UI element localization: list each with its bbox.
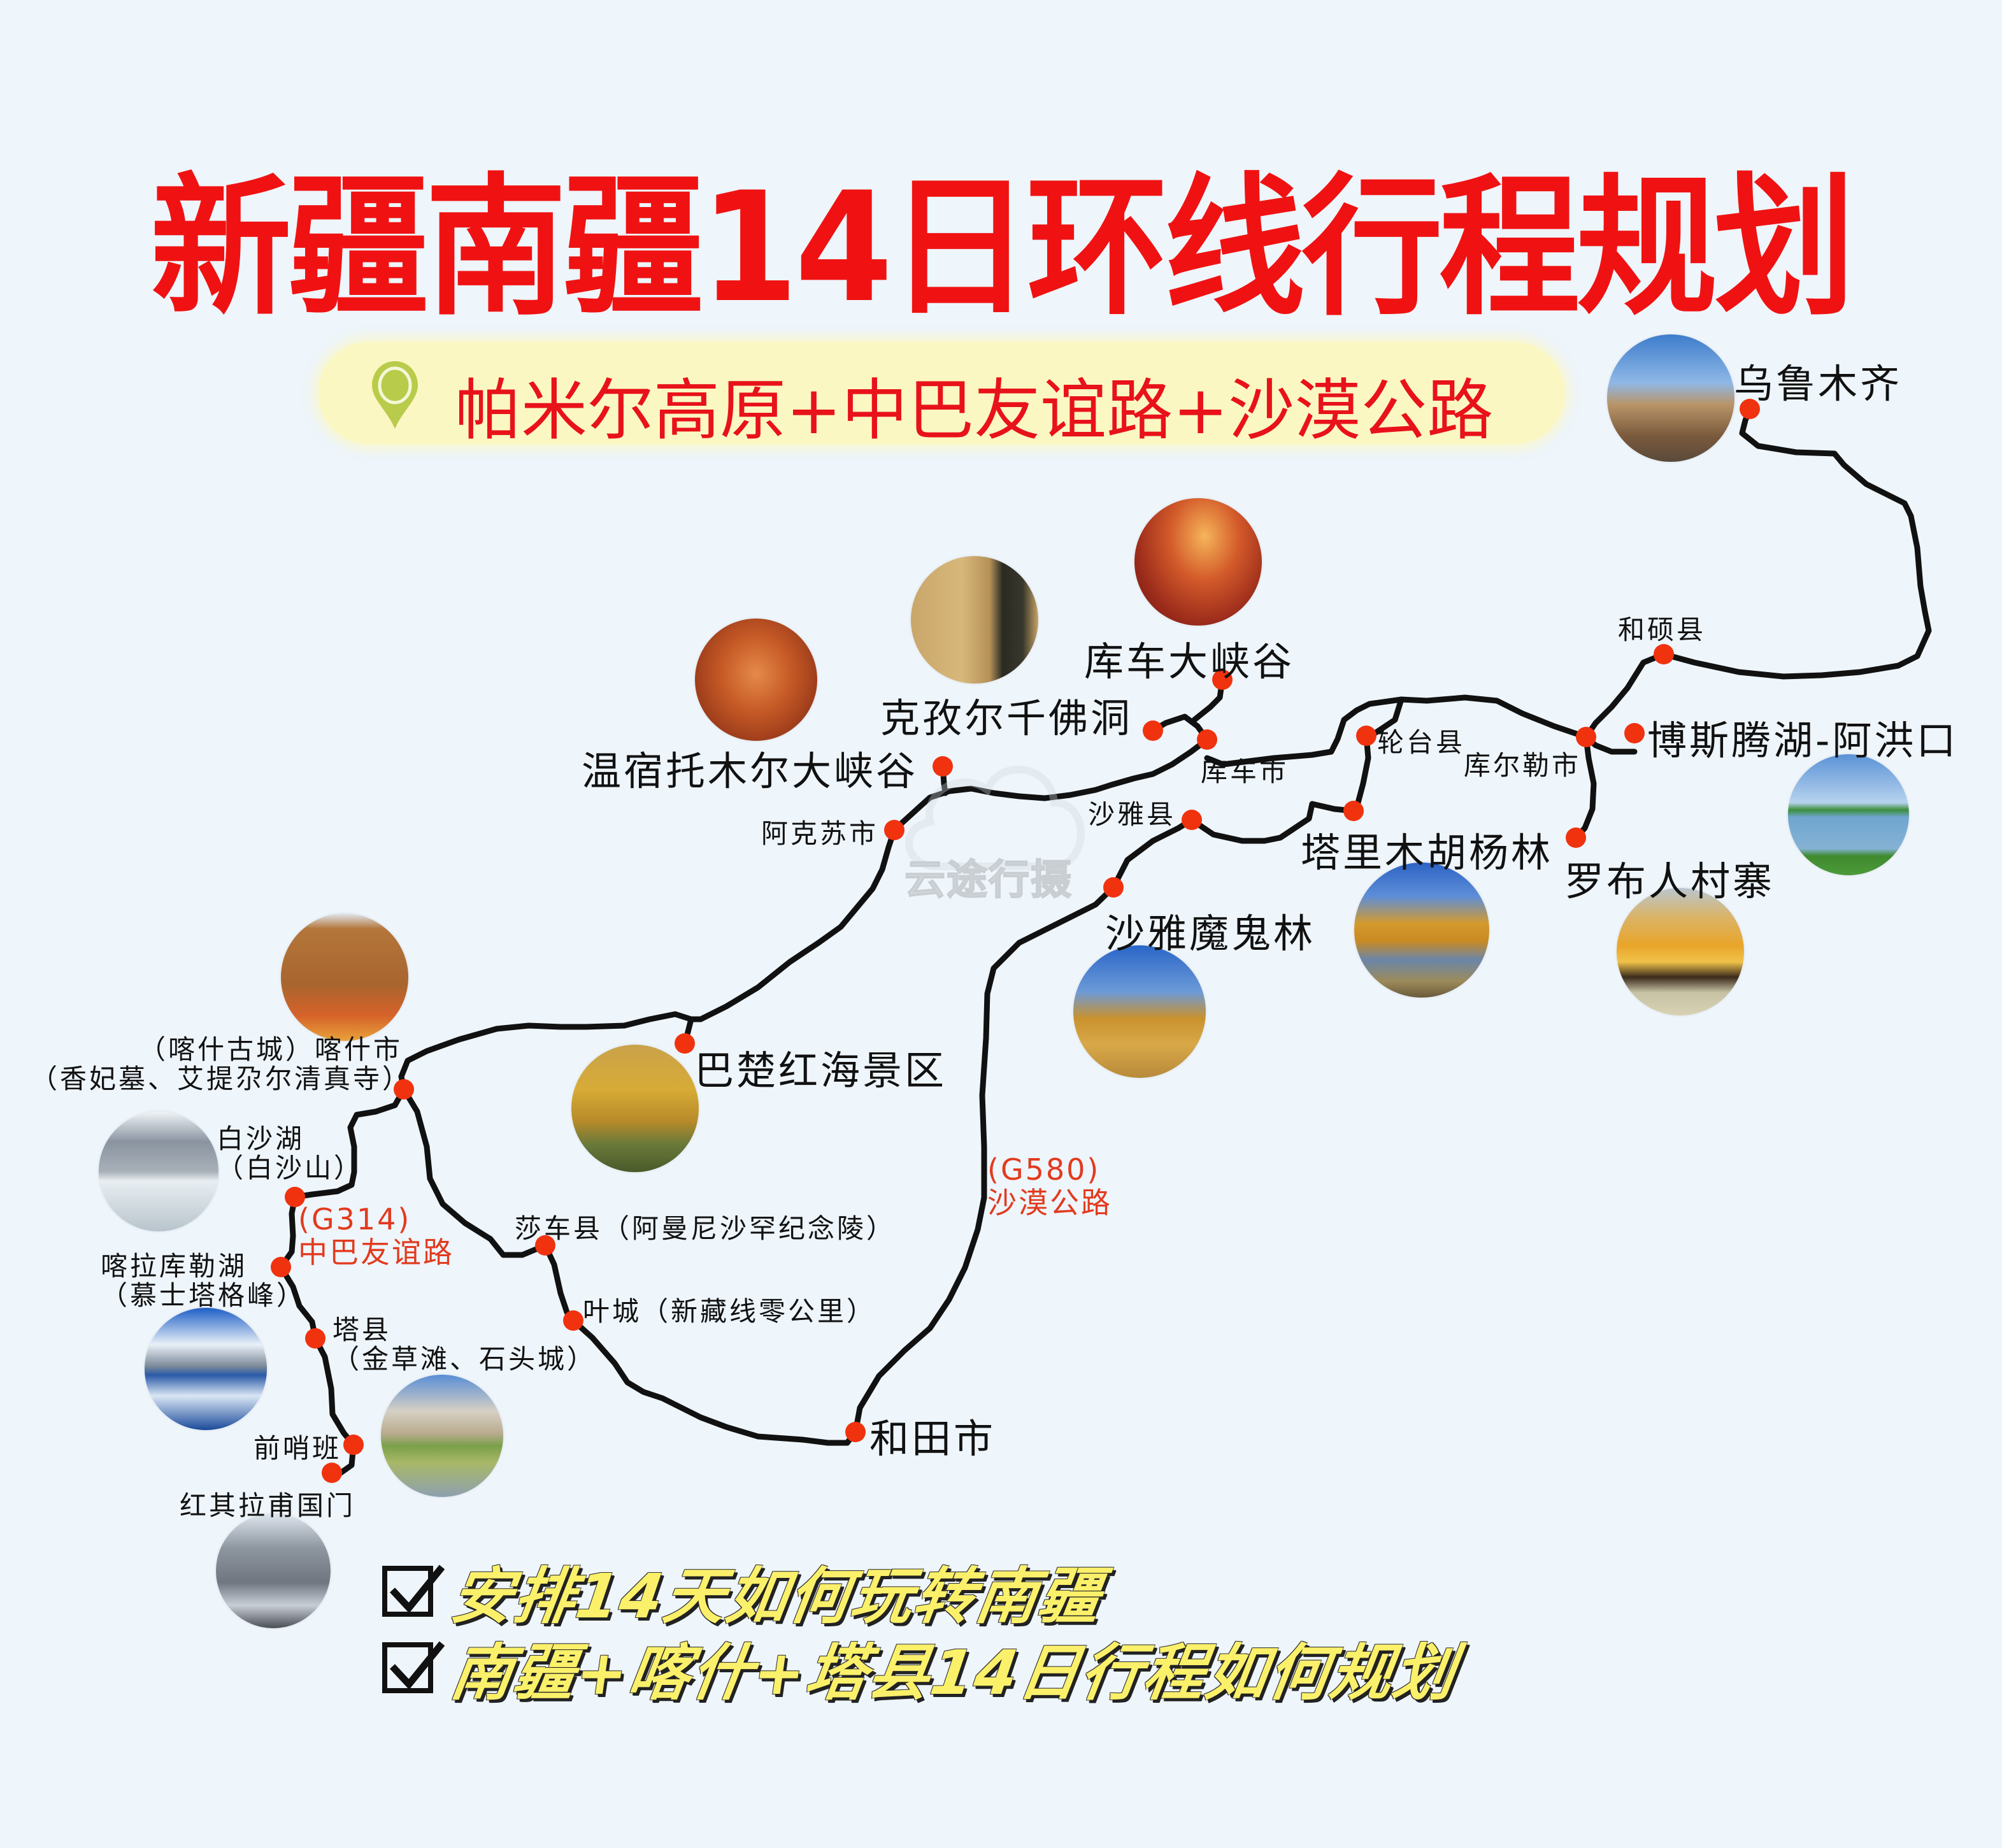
dot-shaya-forest [1103, 877, 1124, 898]
label-bosten: 博斯腾湖-阿洪口 [1647, 717, 1959, 764]
khunjerab-pass-photo [216, 1514, 331, 1628]
road-label-g580: (G580) 沙漠公路 [987, 1153, 1112, 1219]
tarim-poplar-photo [1354, 863, 1489, 998]
cloud-icon [905, 766, 1085, 870]
baisha-lake-photo [99, 1112, 218, 1231]
kizil-caves-photo [911, 556, 1038, 684]
karakul-lake-photo [145, 1308, 267, 1430]
label-shaya-forest: 沙雅魔鬼林 [1105, 910, 1316, 957]
label-khunjerab: 红其拉甫国门 [180, 1490, 356, 1521]
label-shaya: 沙雅县 [1088, 799, 1176, 830]
dot-aksu [884, 820, 904, 840]
kashgar-old-city-photo [281, 913, 408, 1041]
label-urumqi: 乌鲁木齐 [1734, 361, 1903, 407]
label-taxian: 塔县 （金草滩、石头城） [332, 1315, 596, 1374]
label-karakul-line1: 喀拉库勒湖 [101, 1250, 248, 1282]
label-baisha-line1: 白沙湖 [217, 1123, 305, 1154]
dot-shaya [1182, 810, 1202, 830]
dot-kizil [1143, 720, 1163, 741]
label-kashgar-line1: （喀什古城）喀什市 [139, 1034, 403, 1065]
dot-bosten [1624, 723, 1645, 743]
dot-shache [535, 1235, 555, 1256]
tashkurgan-photo [381, 1375, 503, 1497]
label-hotan: 和田市 [869, 1415, 996, 1462]
label-aksu: 阿克苏市 [761, 818, 879, 849]
label-karakul: 喀拉库勒湖 （慕士塔格峰） [101, 1252, 306, 1310]
dot-taxian [305, 1328, 325, 1349]
label-bachu: 巴楚红海景区 [694, 1047, 947, 1094]
road-g580-code: (G580) [987, 1152, 1101, 1187]
dot-urumqi [1740, 399, 1760, 419]
label-wensu: 温宿托木尔大峡谷 [582, 748, 919, 794]
label-karakul-line2: （慕士塔格峰） [101, 1280, 306, 1311]
dot-kuqa-canyon [1212, 670, 1233, 690]
bachu-red-sea-photo [571, 1045, 699, 1172]
urumqi-mosque-photo [1607, 334, 1734, 462]
label-shache: 莎车县（阿曼尼沙罕纪念陵） [515, 1213, 896, 1244]
subtitle-banner: 帕米尔高原+中巴友谊路+沙漠公路 [318, 342, 1564, 449]
road-g314-name: 中巴友谊路 [298, 1235, 454, 1270]
dot-kashgar [394, 1079, 414, 1099]
dot-wensu [933, 756, 953, 777]
road-label-g314: (G314) 中巴友谊路 [298, 1203, 454, 1269]
checklist-text: 安排14天如何玩转南疆 [446, 1561, 1106, 1632]
shaya-forest-photo [1073, 945, 1206, 1078]
dot-tarim [1343, 801, 1364, 821]
label-kuqa: 库车市 [1201, 756, 1289, 787]
label-kizil: 克孜尔千佛洞 [880, 695, 1133, 741]
bosten-lake-photo [1788, 754, 1909, 875]
label-baisha: 白沙湖 （白沙山） [217, 1124, 363, 1183]
road-g580-name: 沙漠公路 [987, 1185, 1112, 1220]
subtitle-text: 帕米尔高原+中巴友谊路+沙漠公路 [455, 371, 1494, 449]
label-qianshao: 前哨班 [254, 1433, 342, 1464]
road-g314-code: (G314) [298, 1202, 411, 1236]
page-title: 新疆南疆14日环线行程规划 [150, 160, 1855, 336]
watermark-text: 云途行摄 [904, 856, 1073, 905]
dot-luntai [1356, 726, 1376, 746]
dot-bachu [675, 1033, 695, 1054]
location-pin-icon [372, 361, 418, 429]
label-heshuo: 和硕县 [1618, 614, 1706, 645]
dot-heshuo [1654, 644, 1674, 664]
label-kashgar-line2: （香妃墓、艾提尕尔清真寺） [31, 1063, 412, 1094]
dot-korla [1576, 727, 1596, 747]
label-taxian-line2: （金草滩、石头城） [332, 1343, 597, 1375]
stop-dots [271, 399, 1760, 1483]
wensu-canyon-photo [695, 619, 817, 741]
dot-yecheng [563, 1310, 583, 1331]
label-kuqa-canyon: 库车大峡谷 [1084, 638, 1295, 685]
dot-karakul [271, 1257, 291, 1277]
label-taxian-line1: 塔县 [332, 1314, 392, 1345]
lop-village-camels-photo [1617, 888, 1744, 1015]
label-luntai: 轮台县 [1377, 727, 1466, 758]
route-lines [278, 406, 1932, 1476]
label-korla: 库尔勒市 [1464, 750, 1582, 781]
checklist-item: 安排14天如何玩转南疆 [382, 1547, 1106, 1635]
dot-khunjerab [322, 1463, 342, 1483]
dot-kuqa [1197, 729, 1217, 750]
checkbox-checked-icon [382, 1641, 445, 1693]
dot-baisha [285, 1187, 305, 1207]
label-lopnur: 罗布人村寨 [1564, 858, 1775, 905]
label-tarim: 塔里木胡杨林 [1301, 829, 1554, 876]
checkbox-checked-icon [382, 1565, 445, 1617]
kuqa-canyon-photo [1134, 498, 1262, 626]
dot-qianshao [343, 1435, 364, 1455]
label-yecheng: 叶城（新藏线零公里） [583, 1296, 876, 1327]
label-baisha-line2: （白沙山） [217, 1152, 364, 1184]
dot-lopnur [1566, 827, 1586, 848]
dot-hotan [845, 1422, 866, 1442]
checklist-item: 南疆+喀什+塔县14日行程如何规划 [382, 1623, 1461, 1712]
checklist-text: 南疆+喀什+塔县14日行程如何规划 [446, 1637, 1461, 1708]
label-kashgar: （喀什古城）喀什市 （香妃墓、艾提尕尔清真寺） [31, 1034, 411, 1094]
